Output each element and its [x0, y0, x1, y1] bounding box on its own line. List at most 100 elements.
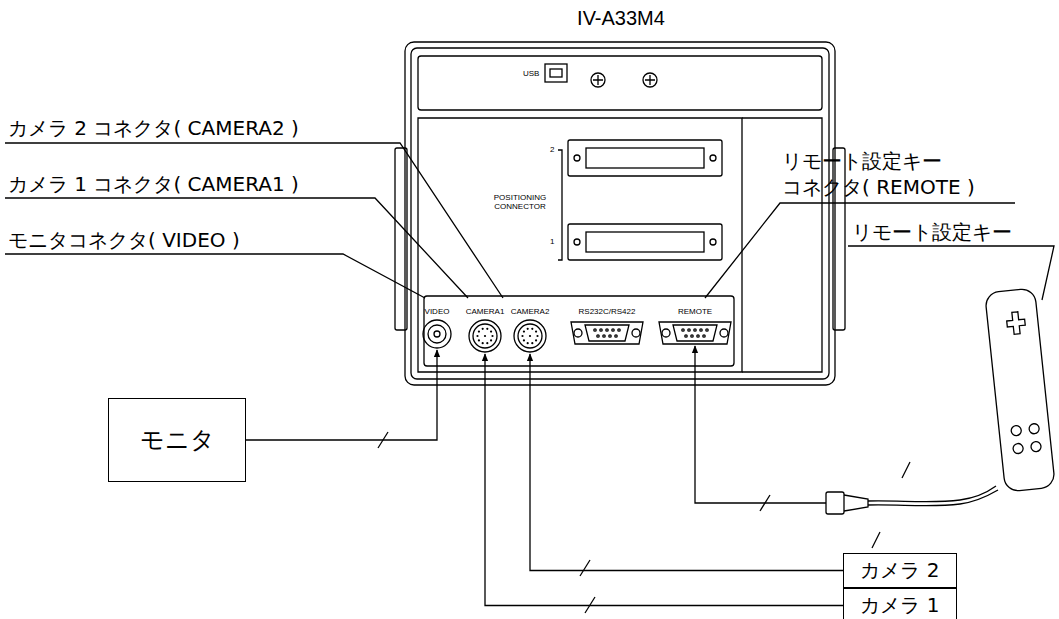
jack-pin [486, 342, 488, 344]
cable-connector [246, 350, 437, 440]
side-handle [395, 148, 407, 330]
connector-number: 1 [550, 237, 554, 246]
camera-box: カメラ 2 [843, 553, 957, 588]
dsub-pin [694, 329, 696, 331]
jack-ring [514, 320, 546, 352]
dsub-flange [571, 322, 643, 344]
positioning-connector-socket [586, 148, 704, 168]
dsub-pin [609, 335, 611, 337]
top-recess [418, 56, 822, 110]
bracket [558, 150, 562, 260]
callout-label: リモート設定キー [852, 220, 1012, 244]
dsub-pin [603, 335, 605, 337]
dsub-screw [574, 329, 582, 337]
jack-pin [476, 335, 478, 337]
dsub-connector [657, 319, 733, 347]
dsub-flange [659, 322, 731, 344]
serial-connector: RS232C/RS422 [568, 302, 646, 347]
jack-ring [423, 320, 451, 348]
leader-line [705, 203, 1015, 298]
remote-button [1013, 443, 1024, 454]
connector-name: CAMERA1 [465, 302, 506, 316]
jack-pin [434, 331, 440, 337]
cable-tick [902, 462, 910, 478]
jack-pin [521, 335, 523, 337]
connector-name: RS232C/RS422 [568, 302, 646, 316]
callout-label: カメラ 1 コネクタ( CAMERA1 ) [8, 172, 299, 196]
jack-pin [535, 330, 537, 332]
dsub-pin [697, 335, 699, 337]
positioning-connector-socket [586, 232, 704, 252]
positioning-connector [568, 224, 722, 260]
connector-name: REMOTE [656, 302, 734, 316]
camera-connector: CAMERA1 [465, 302, 506, 353]
jack-ring [473, 324, 497, 348]
remote-connector: REMOTE [656, 302, 734, 347]
camera-connector: CAMERA2 [510, 302, 551, 353]
remote-plug-boot [844, 495, 868, 511]
device-housing-inner [411, 48, 829, 379]
dsub-pin [688, 329, 690, 331]
cable-tick [580, 560, 590, 576]
dsub-pin [594, 329, 596, 331]
remote-button [1029, 423, 1040, 434]
dsub-pin [685, 335, 687, 337]
jack-pin [482, 342, 484, 344]
jack-pin [482, 328, 484, 330]
connector-name: VIDEO [421, 302, 453, 316]
dsub-connector [569, 319, 645, 347]
device-housing [405, 42, 835, 385]
screw [591, 73, 605, 87]
callout-label: リモート設定キー コネクタ( REMOTE ) [782, 148, 1022, 200]
dsub-pin [703, 335, 705, 337]
screw [710, 155, 716, 161]
cable-connector [530, 354, 843, 571]
jack-pin [529, 335, 531, 337]
connector-panel [424, 296, 734, 366]
remote-plug [826, 492, 844, 514]
callout-label: モニタコネクタ( VIDEO ) [8, 228, 240, 252]
jack-pin [535, 339, 537, 341]
dsub-screw [662, 329, 670, 337]
dsub-pin [682, 329, 684, 331]
dsub-screw [632, 329, 640, 337]
remote-button [1011, 425, 1022, 436]
jack-pin [531, 342, 533, 344]
remote-cross-key [1006, 311, 1026, 335]
callout-label: カメラ 2 コネクタ( CAMERA2 ) [8, 116, 299, 140]
model-name: IV-A33M4 [395, 0, 847, 30]
remote-cable [695, 346, 826, 503]
jack-pin [527, 342, 529, 344]
jack-pin [523, 339, 525, 341]
device-name: カメラ 2 [860, 557, 939, 584]
cable-tick [760, 495, 770, 511]
device-name: カメラ 1 [860, 592, 939, 619]
dsub-pin [618, 329, 620, 331]
dsub-pin [706, 329, 708, 331]
dsub-pin [700, 329, 702, 331]
screw [574, 155, 580, 161]
leader-line [5, 143, 503, 298]
dsub-pin [612, 329, 614, 331]
leader-line [5, 254, 425, 298]
dsub-pin [600, 329, 602, 331]
cable-connector [485, 354, 843, 606]
usb-port [545, 64, 567, 82]
jack-ring [428, 325, 446, 343]
screw [710, 239, 716, 245]
remote-button [1031, 441, 1042, 452]
jack-pin [536, 335, 538, 337]
cable-tick [872, 532, 880, 548]
jack-pin [490, 339, 492, 341]
positioning-connector [568, 140, 722, 176]
jack-ring [469, 320, 501, 352]
jack-pin [484, 335, 486, 337]
camera-box: カメラ 1 [843, 588, 957, 619]
din-jack [513, 319, 547, 353]
connector-group-label: POSITIONING CONNECTOR [478, 193, 562, 211]
jack-ring [518, 324, 542, 348]
leader-line [848, 246, 1054, 300]
leader-line [5, 198, 468, 298]
front-plate [418, 118, 742, 372]
dsub-pin [615, 335, 617, 337]
